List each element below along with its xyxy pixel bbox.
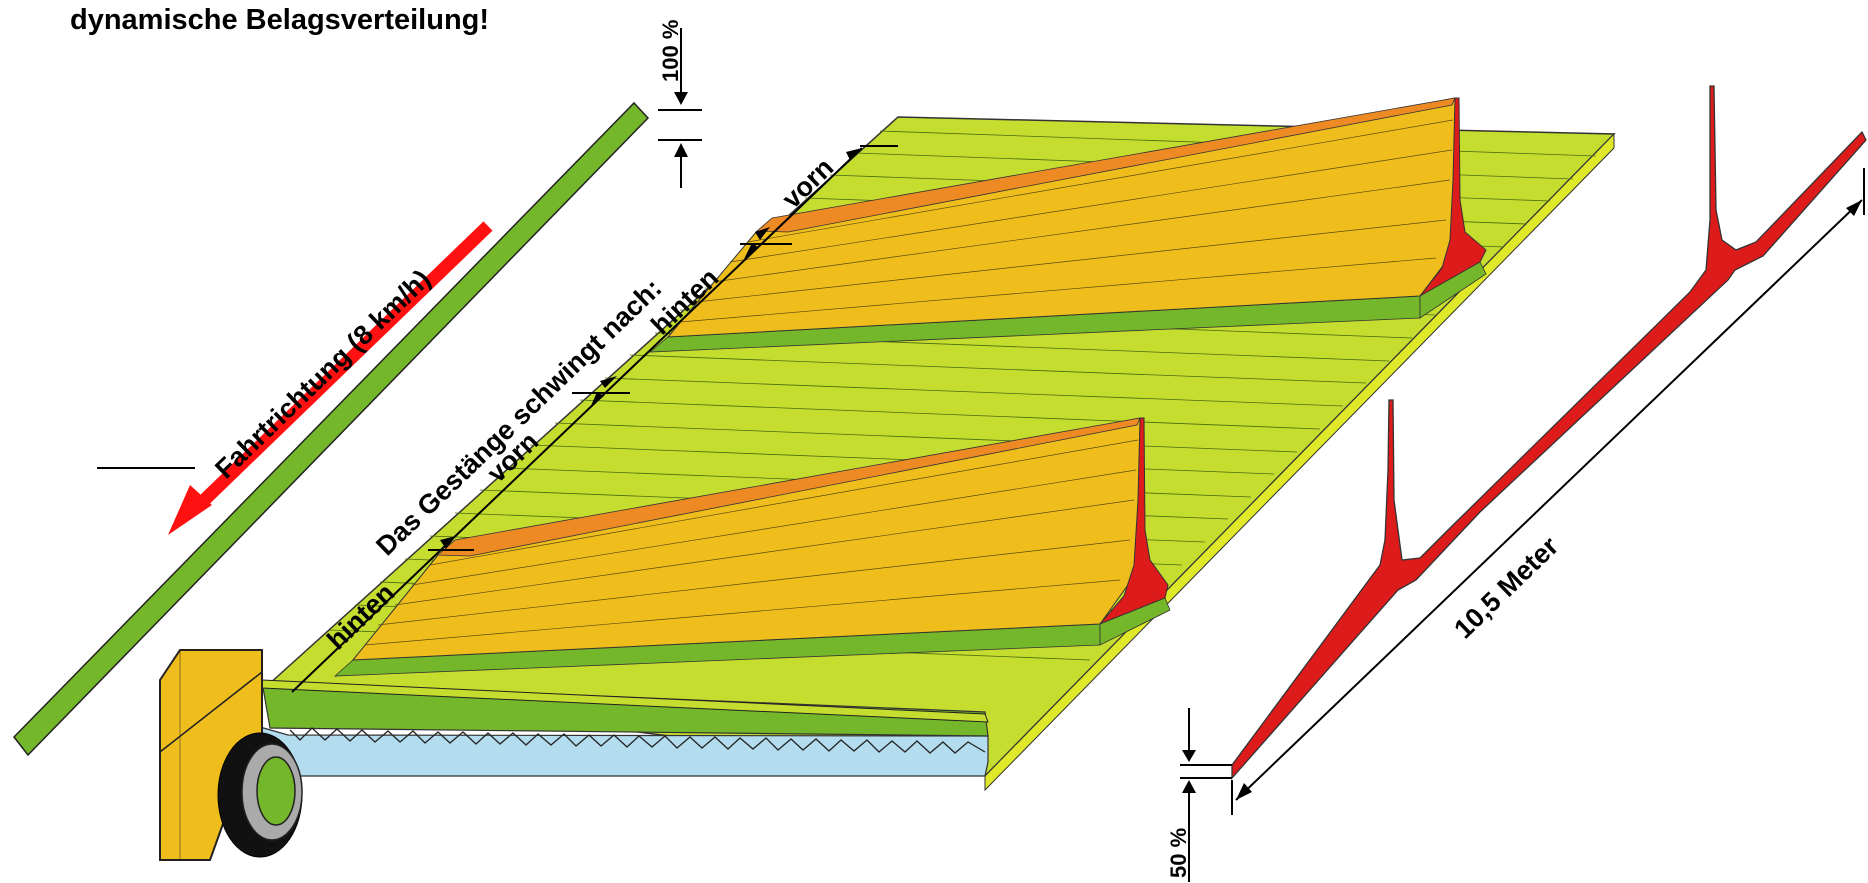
width-label: 10,5 Meter	[1448, 531, 1564, 645]
lower-swath-side	[1099, 597, 1171, 646]
left-ground-strip	[13, 101, 650, 757]
percent-50-indicator	[1180, 708, 1232, 882]
upper-swath-red-peak	[1419, 97, 1487, 297]
distribution-profile	[1231, 85, 1867, 780]
field-plane-side	[984, 132, 1615, 792]
percent-100-indicator	[658, 28, 702, 188]
swing-dimension-lines	[291, 145, 898, 693]
spray-nozzle-zigzag	[289, 727, 986, 754]
upper-swath-orange	[755, 97, 1456, 233]
upper-swath-side	[1419, 261, 1487, 319]
lower-swath-orange	[436, 417, 1141, 557]
wheel-icon	[217, 732, 303, 858]
diagram-title: dynamische Belagsverteilung!	[70, 4, 490, 36]
lower-swath-red-peak	[1099, 417, 1169, 625]
direction-arrow	[168, 221, 493, 535]
lower-swath-lines	[364, 439, 1139, 646]
width-dimension	[1231, 168, 1865, 815]
percent-50-label: 50 %	[1166, 828, 1191, 878]
upper-swath-lines	[679, 119, 1454, 323]
percent-100-label: 100 %	[658, 20, 683, 82]
